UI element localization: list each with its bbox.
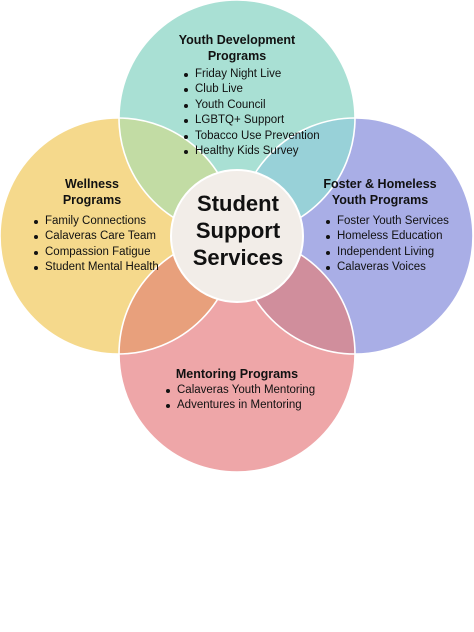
list-item: Homeless Education <box>326 229 449 244</box>
list-item: Calaveras Care Team <box>34 229 159 244</box>
mentoring-title-line: Mentoring Programs <box>175 367 299 381</box>
overlap-youth-wellness <box>119 118 236 236</box>
list-item: LGBTQ+ Support <box>184 113 320 128</box>
youth-title-line: Youth Development <box>178 33 296 47</box>
youth-list: Friday Night Live Club Live Youth Counci… <box>184 67 320 159</box>
list-item: Calaveras Youth Mentoring <box>166 383 315 398</box>
list-item: Family Connections <box>34 214 159 229</box>
center-title: Student Support Services <box>172 190 304 271</box>
foster-title-line: Foster & Homeless <box>323 177 437 191</box>
overlap-wellness-mentoring <box>119 236 236 354</box>
foster-list: Foster Youth Services Homeless Education… <box>326 214 449 276</box>
list-item: Club Live <box>184 82 320 97</box>
list-item: Independent Living <box>326 245 449 260</box>
list-item: Calaveras Voices <box>326 260 449 275</box>
list-item: Tobacco Use Prevention <box>184 129 320 144</box>
foster-title: Foster & Homeless Youth Programs <box>314 176 446 208</box>
list-item: Student Mental Health <box>34 260 159 275</box>
youth-title: Youth Development Programs <box>152 32 322 64</box>
center-circle <box>170 169 304 303</box>
list-item: Friday Night Live <box>184 67 320 82</box>
list-item: Compassion Fatigue <box>34 245 159 260</box>
overlap-youth-foster <box>237 118 355 236</box>
mentoring-title: Mentoring Programs <box>152 366 322 382</box>
foster-title-line: Youth Programs <box>331 193 429 207</box>
wellness-list: Family Connections Calaveras Care Team C… <box>34 214 159 276</box>
wellness-title-line: Programs <box>62 193 122 207</box>
overlap-foster-mentoring <box>237 236 355 354</box>
center-title-line: Support <box>195 218 281 243</box>
list-item: Adventures in Mentoring <box>166 398 315 413</box>
list-item: Foster Youth Services <box>326 214 449 229</box>
wellness-title-line: Wellness <box>65 177 119 191</box>
youth-title-line: Programs <box>207 49 267 63</box>
wellness-title: Wellness Programs <box>42 176 142 208</box>
mentoring-list: Calaveras Youth Mentoring Adventures in … <box>166 383 315 414</box>
center-title-line: Services <box>192 245 284 270</box>
center-title-line: Student <box>197 191 279 216</box>
list-item: Youth Council <box>184 98 320 113</box>
list-item: Healthy Kids Survey <box>184 144 320 159</box>
